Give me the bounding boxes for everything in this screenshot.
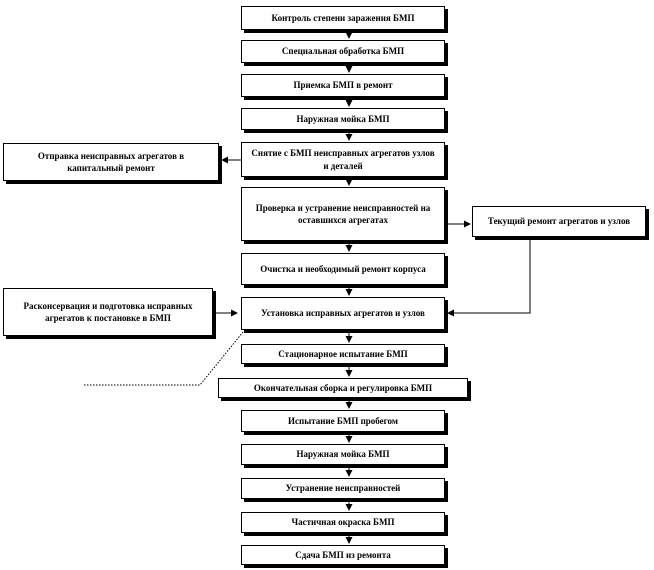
step-fix-faults: Устранение неисправностей	[241, 478, 445, 499]
step-special-treatment: Специальная обработка БМП	[241, 40, 445, 63]
step-acceptance-for-repair: Приемка БМП в ремонт	[241, 74, 445, 97]
step-release-from-repair: Сдача БМП из ремонта	[241, 545, 445, 565]
step-exterior-wash-1: Наружная мойка БМП	[241, 108, 445, 130]
side-capital-repair: Отправка неисправных агрегатов в капитал…	[3, 143, 219, 181]
step-stationary-test: Стационарное испытание БМП	[241, 344, 445, 364]
step-road-test: Испытание БМП пробегом	[241, 410, 445, 432]
side-current-repair: Текущий ремонт агрегатов и узлов	[472, 206, 646, 237]
step-exterior-wash-2: Наружная мойка БМП	[241, 444, 445, 465]
step-removal-of-faulty-units: Снятие с БМП неисправных агрегатов узлов…	[241, 142, 445, 177]
step-contamination-control: Контроль степени заражения БМП	[241, 6, 445, 30]
step-partial-painting: Частичная окраска БМП	[241, 512, 445, 533]
step-final-assembly: Окончательная сборка и регулировка БМП	[218, 378, 468, 398]
step-hull-cleaning-repair: Очистка и необходимый ремонт корпуса	[241, 253, 445, 285]
step-inspection-and-fix: Проверка и устранение неисправностей на …	[241, 187, 445, 241]
side-reconservation: Расконсервация и подготовка исправных аг…	[3, 288, 213, 336]
step-install-units: Установка исправных агрегатов и узлов	[241, 297, 445, 330]
arrow-current-repair-to-install	[447, 238, 531, 317]
